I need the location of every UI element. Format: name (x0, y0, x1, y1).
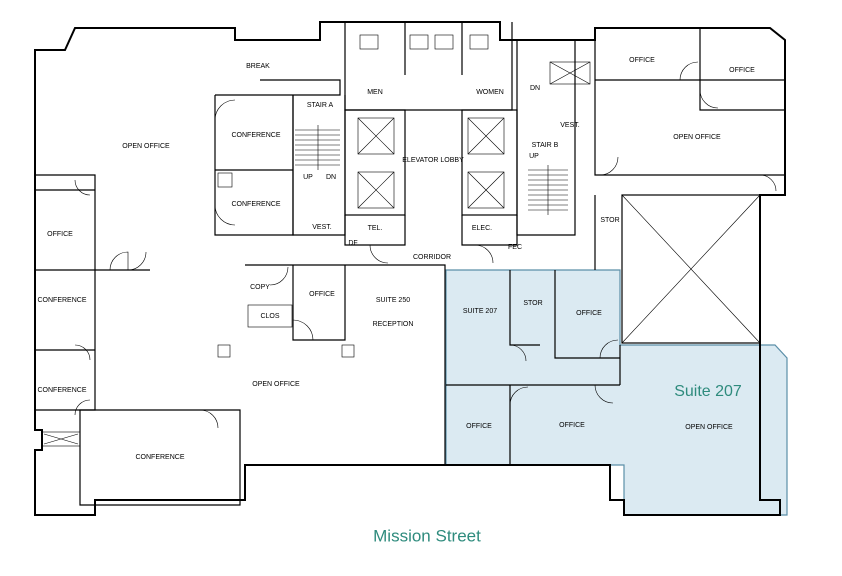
room-label-copy: COPY (250, 284, 270, 291)
stair-a (295, 125, 340, 170)
room-label-open-office-nw: OPEN OFFICE (122, 143, 170, 150)
room-label-up-a: UP (303, 174, 313, 181)
room-label-vest-e: VEST. (560, 122, 580, 129)
open-shaft (621, 194, 761, 344)
stair-b (528, 165, 568, 215)
room-label-women: WOMEN (476, 89, 504, 96)
room-label-office-mid: OFFICE (309, 291, 335, 298)
room-label-suite-207-small: SUITE 207 (463, 308, 497, 315)
room-label-stair-a: STAIR A (307, 102, 334, 109)
door-swings (74, 61, 777, 429)
room-label-conference-1: CONFERENCE (231, 132, 280, 139)
room-label-open-office-207: OPEN OFFICE (685, 424, 733, 431)
room-label-office-207a: OFFICE (576, 310, 602, 317)
room-label-conference-w1: CONFERENCE (37, 297, 86, 304)
room-label-elec: ELEC. (472, 225, 492, 232)
room-label-elevator-lobby: ELEVATOR LOBBY (402, 157, 464, 164)
suite-207-title: Suite 207 (674, 383, 742, 400)
street-label: Mission Street (373, 526, 481, 545)
room-label-office-207c: OFFICE (559, 422, 585, 429)
room-label-df: DF (348, 240, 357, 247)
room-label-office-top2: OFFICE (729, 67, 755, 74)
room-label-office-top1: OFFICE (629, 57, 655, 64)
interior-walls (35, 22, 785, 506)
room-label-tel: TEL. (368, 225, 383, 232)
room-label-break: BREAK (246, 63, 270, 70)
room-label-conference-sw: CONFERENCE (135, 454, 184, 461)
room-label-office-w: OFFICE (47, 231, 73, 238)
room-label-corridor: CORRIDOR (413, 254, 451, 261)
room-label-men: MEN (367, 89, 383, 96)
room-label-stor-e: STOR (600, 217, 619, 224)
room-labels: BREAK STAIR A MEN WOMEN OFFICE OFFICE OP… (37, 57, 755, 461)
room-label-office-207b: OFFICE (466, 423, 492, 430)
room-label-up-b: UP (529, 153, 539, 160)
room-label-reception: RECEPTION (373, 321, 414, 328)
room-label-fec: FEC (508, 244, 522, 251)
room-label-stor-207: STOR (523, 300, 542, 307)
room-label-stair-b: STAIR B (532, 142, 559, 149)
room-label-dn-a: DN (326, 174, 336, 181)
elevator-core (344, 109, 518, 216)
room-label-dn-b: DN (530, 85, 540, 92)
room-label-vest-w: VEST. (312, 224, 332, 231)
room-label-conference-w2: CONFERENCE (37, 387, 86, 394)
room-label-open-office-ne: OPEN OFFICE (673, 134, 721, 141)
room-label-clos: CLOS (260, 313, 279, 320)
room-label-conference-2: CONFERENCE (231, 201, 280, 208)
room-label-open-office-s: OPEN OFFICE (252, 381, 300, 388)
room-label-suite-250: SUITE 250 (376, 297, 410, 304)
